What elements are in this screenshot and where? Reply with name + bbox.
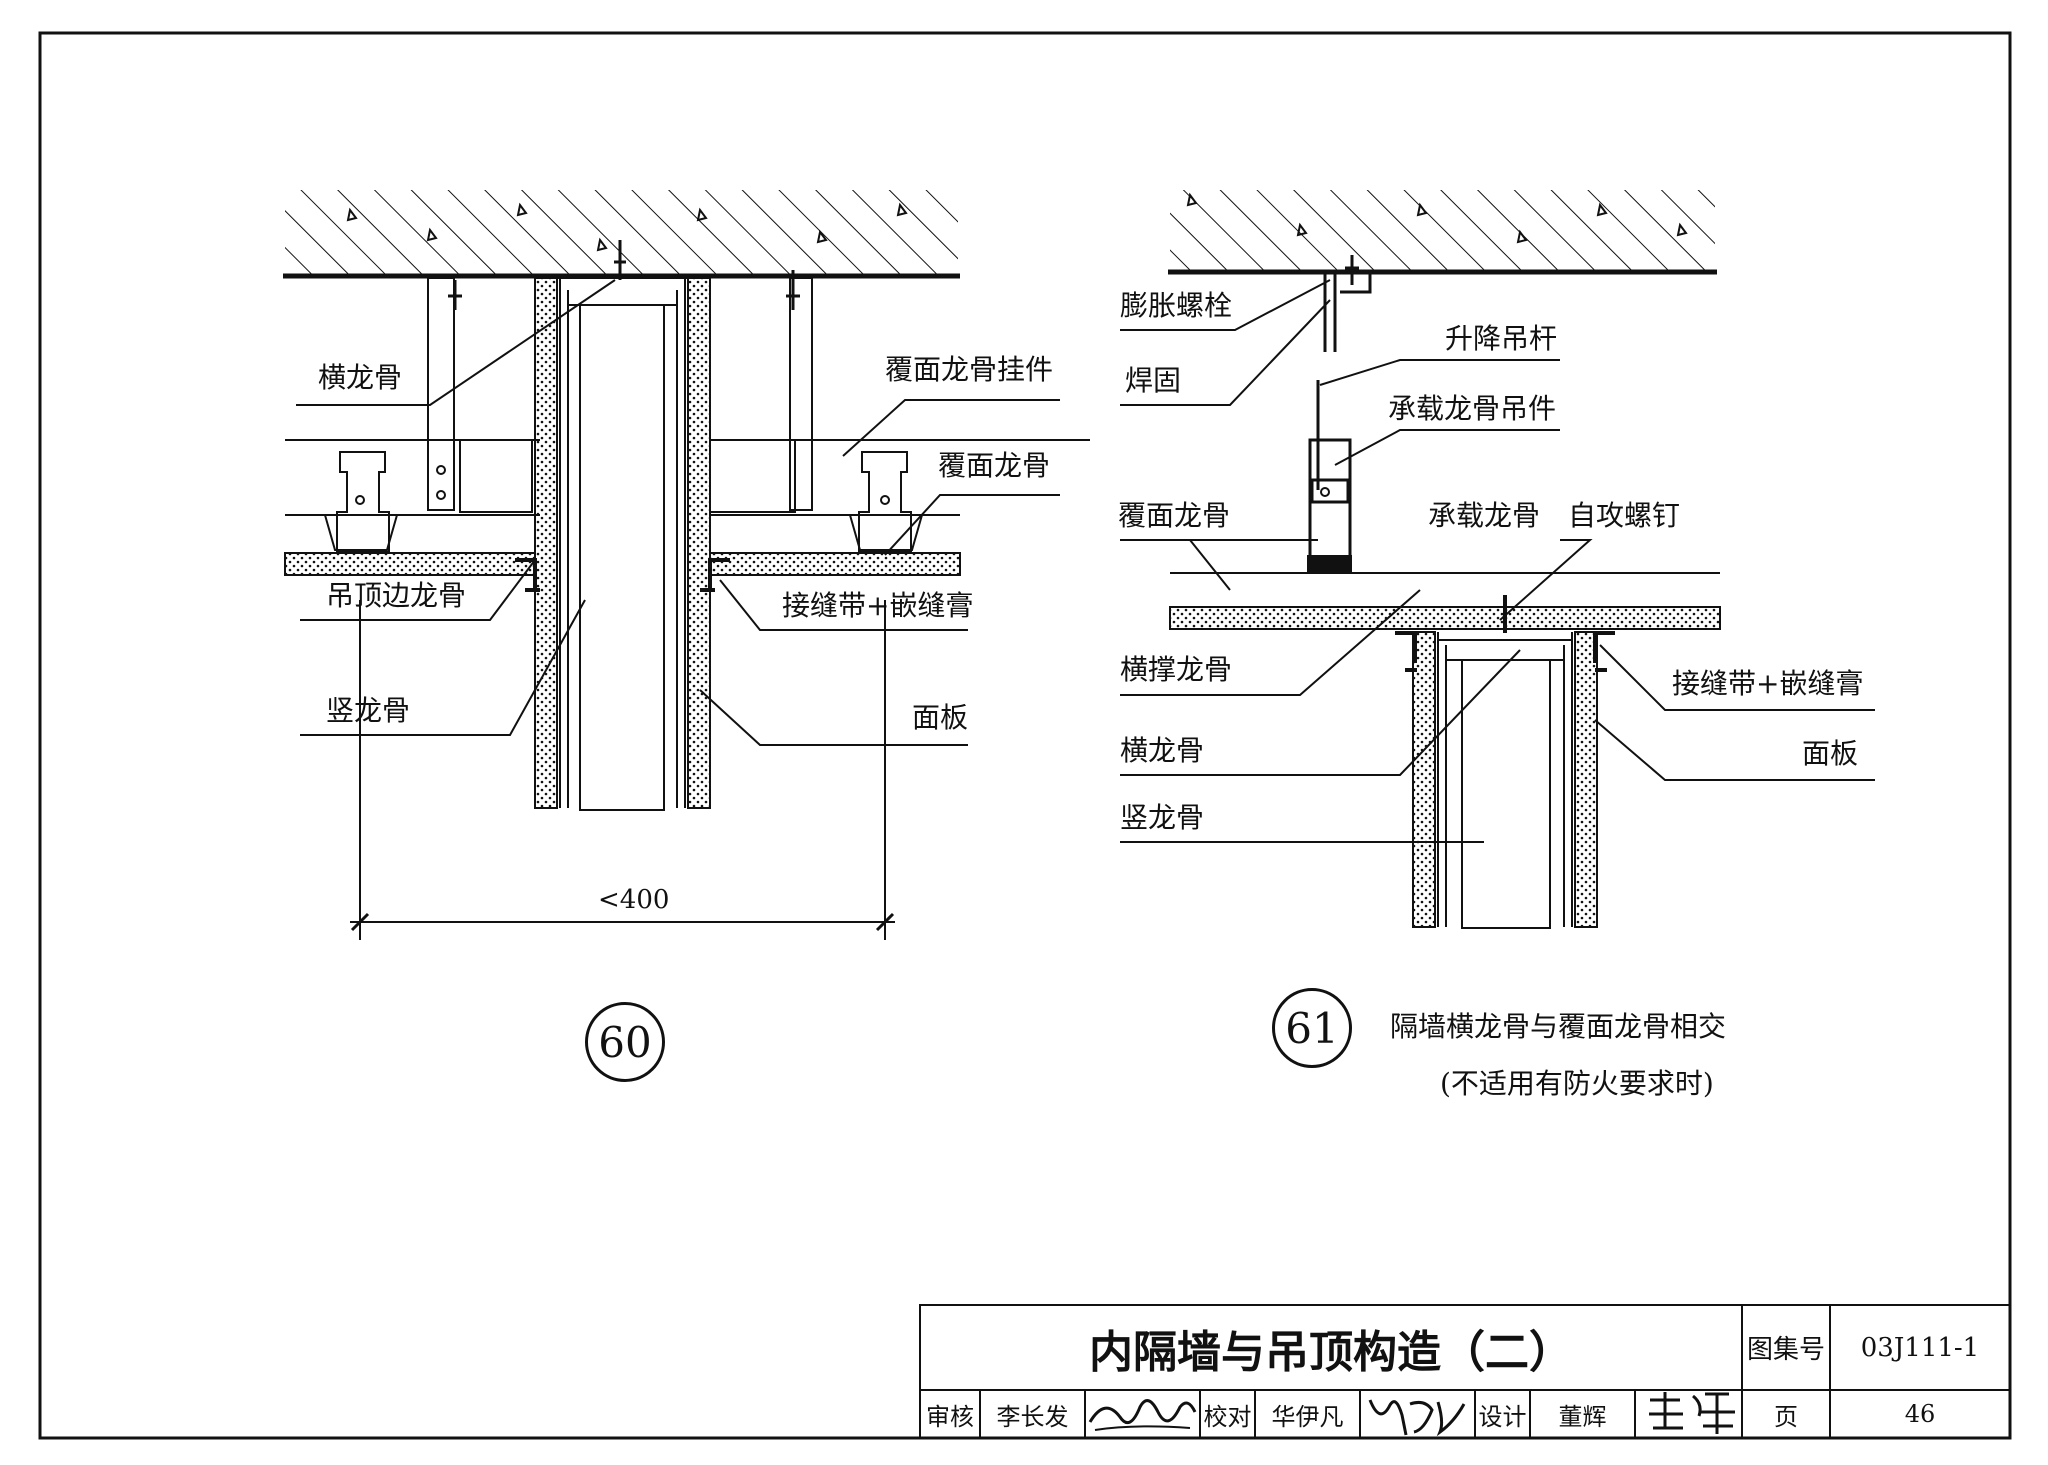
atlas-number: 03J111-1 (1860, 1332, 1980, 1363)
label-vertical-keel: 竖龙骨 (1120, 801, 1205, 834)
label-adjustable-rod: 升降吊杆 (1445, 322, 1558, 355)
title-block-frame (919, 1304, 2011, 1439)
review-label: 审核 (926, 1402, 974, 1431)
reviewer-name: 李长发 (996, 1402, 1069, 1431)
label-cross-keel: 横撑龙骨 (1120, 653, 1233, 686)
checker-signature (1368, 1399, 1466, 1437)
detail-60-drawing (283, 190, 1090, 940)
label-vertical-keel: 竖龙骨 (326, 694, 411, 727)
atlas-label: 图集号 (1746, 1335, 1825, 1365)
label-panel: 面板 (1802, 737, 1859, 770)
page-number: 46 (1904, 1400, 1936, 1428)
label-self-tapping-screw: 自攻螺钉 (1568, 499, 1681, 532)
check-label: 校对 (1203, 1402, 1252, 1431)
label-carrier-keel: 承载龙骨 (1428, 499, 1541, 532)
label-joint-tape: 接缝带+嵌缝膏 (1672, 667, 1864, 700)
designer-name: 董辉 (1558, 1402, 1607, 1431)
detail-61-note: (不适用有防火要求时) (1440, 1067, 1714, 1100)
label-carrier-hanger: 承载龙骨吊件 (1388, 392, 1557, 425)
dimension-label: <400 (598, 885, 670, 915)
ceiling-board (1169, 606, 1721, 630)
designer-signature (1649, 1392, 1735, 1434)
detail-61-drawing (1120, 190, 1875, 929)
wall-panel-right (1574, 631, 1598, 928)
drawing-title: 内隔墙与吊顶构造（二） (1089, 1326, 1573, 1378)
label-cover-keel: 覆面龙骨 (938, 449, 1051, 482)
label-horizontal-keel: 横龙骨 (1120, 734, 1205, 767)
reviewer-signature (1088, 1399, 1197, 1431)
design-label: 设计 (1478, 1402, 1527, 1431)
detail-number-60: 60 (585, 1002, 665, 1082)
ceiling-board-right (709, 552, 961, 576)
label-horizontal-keel: 横龙骨 (318, 361, 403, 394)
checker-name: 华伊凡 (1271, 1402, 1344, 1431)
wall-panel-left (1412, 631, 1436, 928)
label-expansion-bolt: 膨胀螺栓 (1120, 289, 1233, 322)
ceiling-board-left (284, 552, 536, 576)
detail-number-61: 61 (1272, 988, 1352, 1068)
label-ceiling-edge-keel: 吊顶边龙骨 (326, 579, 467, 612)
concrete-slab (1170, 190, 1715, 272)
wall-panel-right (687, 277, 711, 809)
wall-panel-left (534, 277, 558, 809)
label-joint-tape: 接缝带+嵌缝膏 (782, 589, 974, 622)
label-cover-keel: 覆面龙骨 (1118, 499, 1231, 532)
label-cover-keel-hanger: 覆面龙骨挂件 (885, 353, 1054, 386)
label-panel: 面板 (912, 701, 969, 734)
label-welded: 焊固 (1125, 364, 1182, 397)
page-label: 页 (1774, 1402, 1798, 1431)
detail-61-title: 隔墙横龙骨与覆面龙骨相交 (1390, 1010, 1727, 1043)
